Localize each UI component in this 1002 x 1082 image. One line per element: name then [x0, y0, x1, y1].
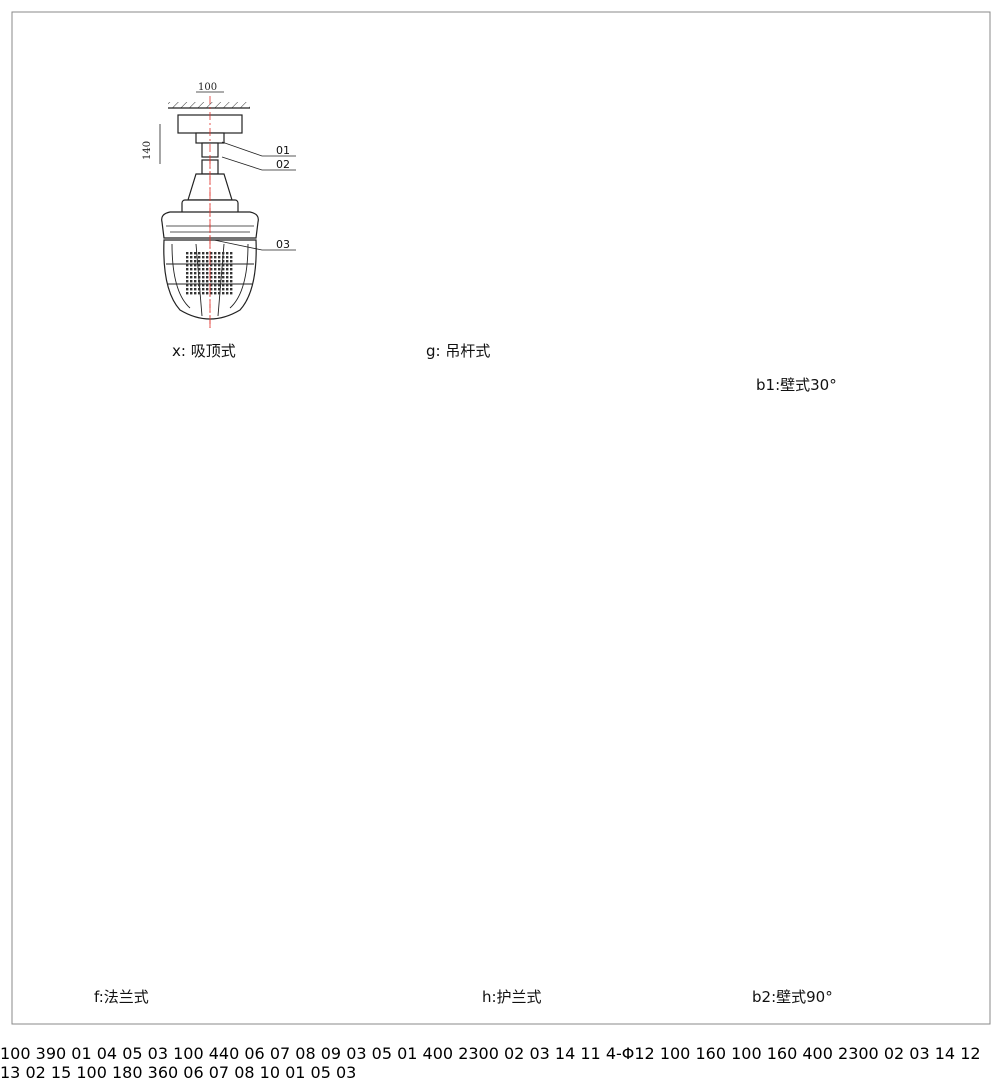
b2-label-01: 01 — [285, 1063, 306, 1082]
g-label-01: 01 — [71, 1044, 92, 1063]
view-b2-wall-90: 100 180 360 06 07 08 10 01 05 03 — [76, 1063, 356, 1082]
b2-dim-length: 360 — [147, 1063, 179, 1082]
technical-drawing: 100 140 01 02 03 — [11, 11, 991, 1025]
b1-label-06: 06 — [244, 1044, 265, 1063]
caption-g: g: 吊杆式 — [426, 342, 491, 360]
b2-dim-drop: 180 — [112, 1063, 143, 1082]
x-dim-height: 140 — [142, 141, 153, 160]
f-label-03: 03 — [529, 1044, 550, 1063]
caption-b1: b1:壁式30° — [756, 376, 837, 394]
g-label-04: 04 — [96, 1044, 118, 1063]
h-label-12: 12 — [960, 1044, 981, 1063]
g-label-03: 03 — [147, 1044, 168, 1063]
b1-label-07: 07 — [269, 1044, 291, 1063]
view-f-flange: 400 2300 02 03 14 11 4-Φ12 100 160 100 1… — [423, 1044, 803, 1063]
x-label-03: 03 — [276, 238, 290, 251]
caption-h: h:护兰式 — [482, 988, 542, 1006]
f-label-02: 02 — [504, 1044, 525, 1063]
f-dim-width: 400 — [422, 1044, 454, 1063]
b2-label-07: 07 — [208, 1063, 230, 1082]
caption-b2: b2:壁式90° — [752, 988, 833, 1006]
b2-label-10: 10 — [259, 1063, 280, 1082]
b2-label-03: 03 — [336, 1063, 357, 1082]
g-dim-height: 390 — [35, 1044, 67, 1063]
f-label-11: 11 — [580, 1044, 601, 1063]
f-label-14: 14 — [554, 1044, 576, 1063]
f-dim-outer-h: 160 — [695, 1044, 726, 1063]
f-dim-height: 2300 — [458, 1044, 499, 1063]
b1-label-03: 03 — [346, 1044, 367, 1063]
g-dim-width: 100 — [0, 1044, 31, 1063]
x-label-02: 02 — [276, 158, 290, 171]
h-label-14: 14 — [934, 1044, 956, 1063]
drawing-sheet: 100 140 01 02 03 100 390 01 04 05 03 — [0, 11, 991, 1082]
b1-label-08: 08 — [295, 1044, 316, 1063]
h-label-02b: 02 — [25, 1063, 46, 1082]
f-dim-inner-w: 100 — [731, 1044, 762, 1063]
h-dim-width: 400 — [802, 1044, 833, 1063]
b2-label-08: 08 — [234, 1063, 255, 1082]
view-x-ceiling-mount: 100 140 01 02 03 — [142, 82, 296, 330]
x-label-01: 01 — [276, 144, 290, 157]
b1-label-05: 05 — [371, 1044, 392, 1063]
b1-label-01: 01 — [397, 1044, 418, 1063]
view-b1-wall-30: 100 440 06 07 08 09 03 05 01 — [173, 1044, 422, 1063]
b1-label-09: 09 — [320, 1044, 342, 1063]
b1-dim-length: 440 — [208, 1044, 240, 1063]
g-label-05: 05 — [122, 1044, 143, 1063]
h-label-13: 13 — [0, 1063, 21, 1082]
b2-label-05: 05 — [310, 1063, 331, 1082]
f-dim-outer-w: 160 — [766, 1044, 798, 1063]
b2-label-06: 06 — [183, 1063, 204, 1082]
h-dim-height: 2300 — [838, 1044, 879, 1063]
b2-dim-height: 100 — [76, 1063, 107, 1082]
b1-dim-height: 100 — [173, 1044, 204, 1063]
caption-f: f:法兰式 — [94, 988, 149, 1006]
h-label-02: 02 — [883, 1044, 905, 1063]
f-dim-inner-h: 100 — [659, 1044, 691, 1063]
h-label-15: 15 — [50, 1063, 72, 1082]
caption-x: x: 吸顶式 — [172, 342, 236, 360]
f-dim-holes: 4-Φ12 — [605, 1044, 655, 1063]
view-g-pendant-rod: 100 390 01 04 05 03 — [0, 1044, 173, 1063]
sheet-frame — [11, 11, 991, 1025]
h-label-03: 03 — [909, 1044, 930, 1063]
x-dim-width: 100 — [198, 82, 217, 93]
